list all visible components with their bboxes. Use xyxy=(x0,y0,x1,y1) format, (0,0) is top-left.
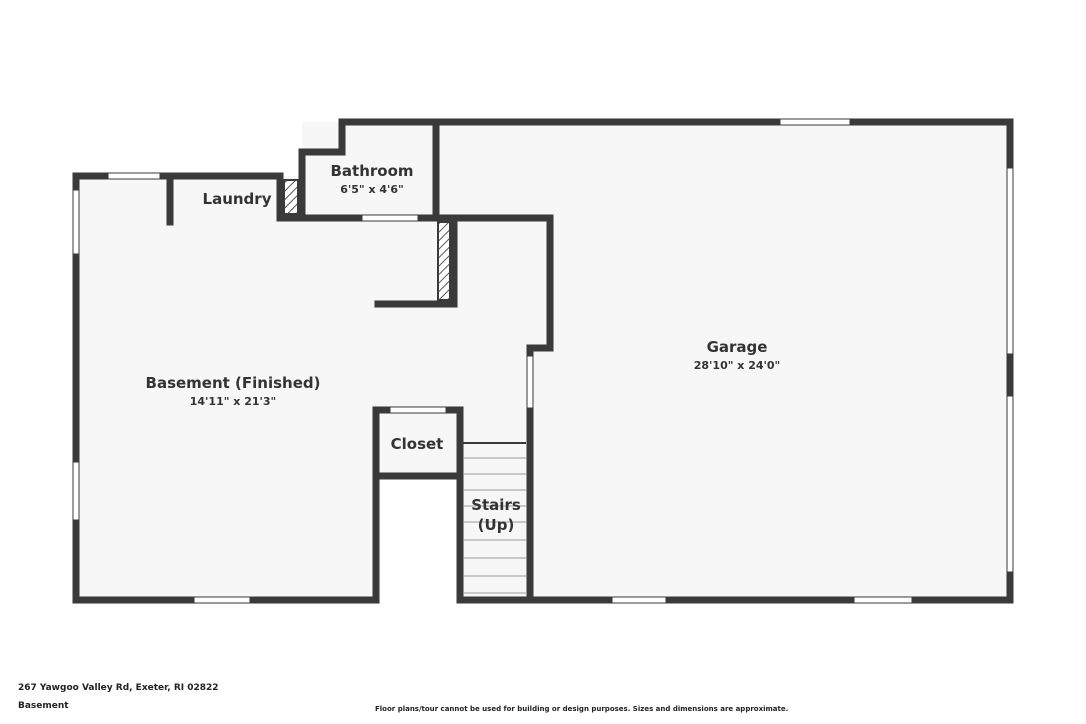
chase-hatch-center xyxy=(437,221,451,301)
window-garage-right xyxy=(1006,167,1014,355)
basement-label: Basement (Finished) xyxy=(146,374,321,392)
chase-hatch-laundry xyxy=(283,179,299,215)
floor-level: Basement xyxy=(18,701,69,711)
laundry-label: Laundry xyxy=(203,190,272,208)
stairs-label: Stairs xyxy=(471,496,521,514)
hall-opening xyxy=(380,478,458,604)
stairs-direction-label: (Up) xyxy=(478,516,515,534)
windows xyxy=(72,118,1014,604)
door-opening-garage xyxy=(526,355,534,409)
property-address: 267 Yawgoo Valley Rd, Exeter, RI 02822 xyxy=(18,683,219,693)
window-basement-left-lower xyxy=(72,461,80,521)
window-basement-bottom xyxy=(193,596,251,604)
disclaimer: Floor plans/tour cannot be used for buil… xyxy=(375,705,789,713)
window-garage-bottom-right xyxy=(853,596,913,604)
bathroom-dims: 6'5" x 4'6" xyxy=(340,183,404,196)
window-garage-right-lower xyxy=(1006,395,1014,573)
stairs-treads xyxy=(463,442,526,594)
closet-label: Closet xyxy=(391,435,444,453)
garage-label: Garage xyxy=(707,338,768,356)
window-garage-bottom-left xyxy=(611,596,667,604)
basement-dims: 14'11" x 21'3" xyxy=(190,395,277,408)
window-garage-top xyxy=(779,118,851,126)
window-basement-top xyxy=(107,172,161,180)
garage-dims: 28'10" x 24'0" xyxy=(694,359,781,372)
window-closet xyxy=(389,406,447,414)
bathroom-label: Bathroom xyxy=(330,162,413,180)
window-basement-left-upper xyxy=(72,189,80,255)
window-bathroom xyxy=(361,214,419,222)
